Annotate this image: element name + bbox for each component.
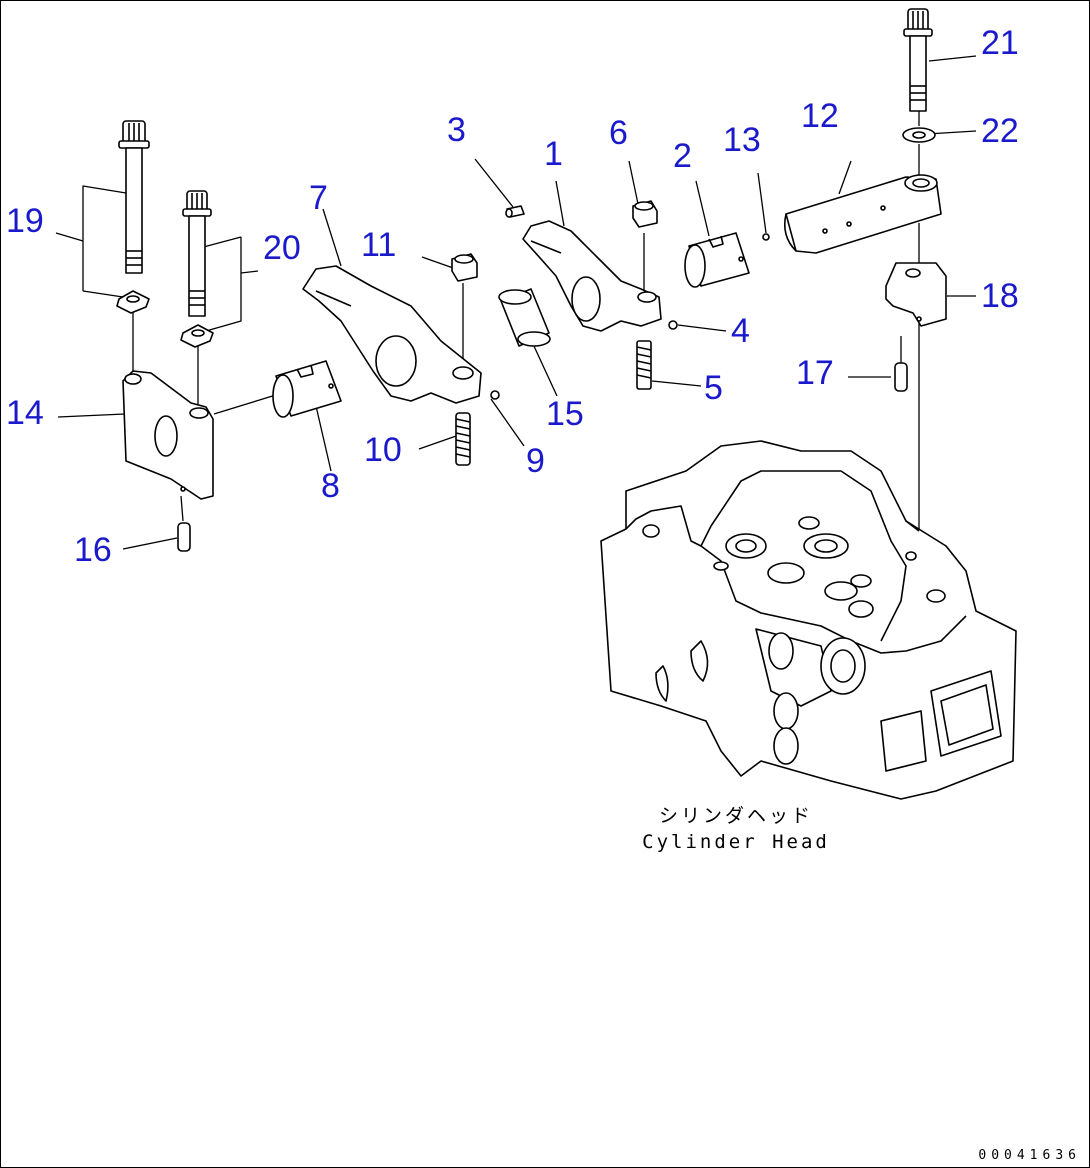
callout-13: 13 [723,121,761,159]
callout-18: 18 [981,277,1019,315]
callout-22: 22 [981,112,1019,150]
bracket-14 [122,370,214,500]
callout-8: 8 [321,467,340,505]
document-id: 00041636 [978,1148,1081,1163]
rocker-arm-1 [522,220,662,332]
nut-11 [451,253,478,282]
callout-9: 9 [526,442,545,480]
spring-10 [455,412,471,466]
callout-14: 14 [6,394,44,432]
callout-7: 7 [309,179,328,217]
bushing-2 [684,232,750,288]
bolt-20 [182,190,212,317]
bolt-19 [118,120,150,274]
callout-2: 2 [673,137,692,175]
dowel-pin-17 [894,362,908,392]
callout-3: 3 [447,111,466,149]
dowel-pin-16 [177,522,191,552]
bracket-18 [885,262,947,327]
cylinder-head [600,440,1017,800]
callout-10: 10 [364,431,402,469]
caption-japanese: シリンダヘッド [658,805,813,827]
callout-21: 21 [981,24,1019,62]
callout-4: 4 [731,312,750,350]
callout-6: 6 [609,114,628,152]
ball-4 [668,320,678,330]
washer-22 [902,127,936,143]
assembly-axis-lines [132,111,920,531]
bolt-21 [903,8,933,112]
caption-english: Cylinder Head [642,831,830,853]
adjusting-screw-5 [636,340,652,390]
callout-12: 12 [801,97,839,135]
rocker-shaft-12 [783,174,942,254]
rocker-arm-7 [302,265,482,404]
washer-20 [180,324,214,348]
pin-3 [505,205,525,218]
callout-20: 20 [263,229,301,267]
bushing-8 [272,360,342,418]
callout-15: 15 [546,395,584,433]
nut-6 [632,200,658,228]
callout-5: 5 [704,369,723,407]
callout-16: 16 [74,531,112,569]
ring-15 [498,288,551,347]
plug-13 [762,233,770,241]
callout-17: 17 [796,354,834,392]
callout-11: 11 [361,226,397,264]
callout-19: 19 [6,202,44,240]
washer-19 [116,290,150,314]
ball-9 [490,390,500,400]
callout-1: 1 [544,135,563,173]
